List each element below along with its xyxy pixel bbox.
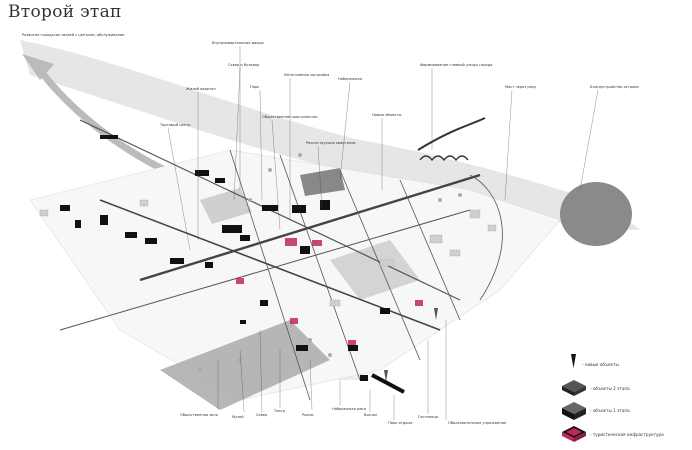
bridge [417,117,486,162]
river [20,40,640,230]
callout-c1: Внутриквартальные дворы [212,41,264,45]
page-title: Второй этап [8,2,122,22]
legend-tourist-icon [562,426,586,442]
callout-c2: Сквер и бульвар [228,63,260,67]
legend-objects-2-icon [562,380,586,396]
callout-b2: Музей [232,415,244,419]
tourist-objects [236,238,423,345]
callout-c3: Парк [250,85,260,89]
legend-tourist: - туристическая инфраструктура [590,432,664,437]
buildings-gray [39,199,497,307]
callout-c4: Интенсивная застройка [284,73,329,77]
buildings-black [60,135,390,381]
marker-1 [434,308,438,320]
legend-new-objects-icon [571,354,576,368]
callout-c11: Благоустройство острова [590,85,639,89]
gray-zone-square [200,188,252,224]
callout-c13: Новые объекты [372,113,402,117]
legend: - новые объекты - объекты 2 этапа - объе… [562,354,664,442]
leader-lines [167,46,599,420]
callout-b9: Гостиница [418,415,438,419]
callout-c7: Общественное пространство [262,115,317,119]
callout-b3: Сквер [256,413,268,417]
trees [198,153,462,372]
callout-b4: Театр [273,409,286,413]
callout-c12: Реконструкция кварталов [306,141,356,145]
gray-zone-south [160,320,330,410]
legend-objects-1-icon [562,402,586,420]
callout-c6: Торговый центр [159,123,191,127]
legend-objects-2: - объекты 2 этапа [590,386,630,391]
legend-new-objects: - новые объекты [582,362,619,367]
gray-zone-center [330,240,420,300]
gray-zone-north [300,168,345,196]
callout-b8: Парк отдыха [388,421,412,425]
legend-objects-1: - объекты 1 этапа [590,408,630,413]
arrow-head [22,54,54,80]
roads [59,119,503,401]
dark-band [371,373,405,394]
lake [560,182,632,246]
callout-b6: Набережная реки [332,407,367,411]
callout-b7: Вокзал [364,413,377,417]
callout-c8: Набережная [338,77,362,81]
callout-top-left: Развитие городских связей с центром, обс… [22,33,125,37]
callout-c10: Мост через реку [505,85,537,89]
callout-b1: Общественная зона [180,413,218,417]
marker-2 [384,370,388,382]
callout-b10: Образовательное учреждение [448,421,507,425]
callout-b5: Рынок [302,413,315,417]
callout-c9: Формирование главной улицы города [420,63,492,67]
callout-c5: Жилой квартал [186,87,216,91]
